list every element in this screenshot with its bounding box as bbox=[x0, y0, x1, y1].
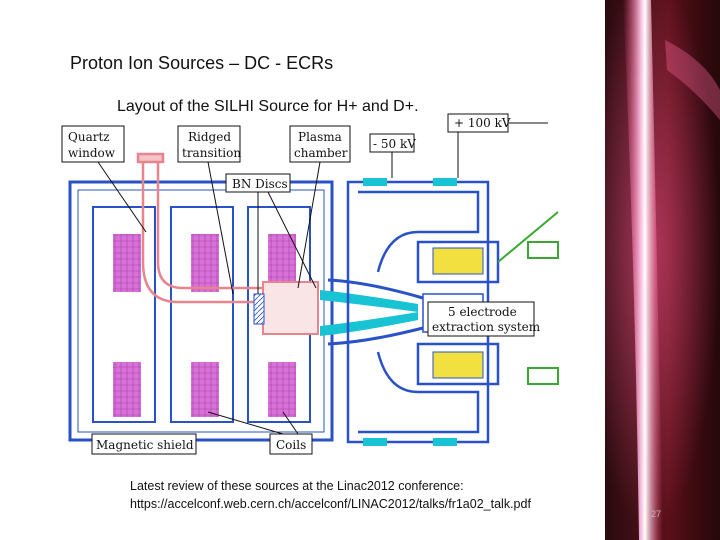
ridged-waveguide bbox=[136, 152, 263, 304]
hv-supply-100kv: + 100 kV bbox=[447, 113, 548, 178]
callout-magnetic-shield: Magnetic shield bbox=[91, 433, 197, 455]
coil-windings bbox=[113, 234, 296, 417]
insulators bbox=[363, 178, 457, 446]
svg-text:window: window bbox=[68, 146, 116, 160]
slide-title: Proton Ion Sources – DC - ECRs bbox=[70, 53, 334, 73]
svg-text:Ridged: Ridged bbox=[188, 130, 231, 144]
label-plus-100kv: + 100 kV bbox=[454, 116, 511, 130]
callout-quartz-window: Quartz window bbox=[61, 125, 147, 233]
callout-coils: Coils bbox=[207, 411, 313, 455]
svg-text:extraction system: extraction system bbox=[432, 320, 541, 334]
label-minus-50kv: - 50 kV bbox=[373, 137, 416, 151]
reference-caption: Latest review of these sources at the Li… bbox=[130, 477, 531, 513]
silhi-source-diagram: + 100 kV - 50 kV Quartz window Ridged tr… bbox=[61, 113, 559, 455]
svg-text:transition: transition bbox=[182, 146, 241, 160]
caption-line-1: Latest review of these sources at the Li… bbox=[130, 479, 464, 493]
callout-extraction-system: 5 electrode extraction system bbox=[427, 301, 541, 337]
callout-bn-discs: BN Discs bbox=[225, 173, 317, 294]
svg-text:chamber: chamber bbox=[294, 146, 348, 160]
callout-plasma-chamber: Plasma chamber bbox=[289, 125, 351, 289]
magnetic-shield-frame bbox=[68, 180, 334, 442]
svg-text:Magnetic shield: Magnetic shield bbox=[96, 438, 194, 452]
callout-ridged-transition: Ridged transition bbox=[177, 125, 241, 295]
solenoid-windings bbox=[432, 247, 484, 379]
caption-url: https://accelconf.web.cern.ch/accelconf/… bbox=[130, 497, 531, 511]
svg-text:Quartz: Quartz bbox=[68, 130, 110, 144]
svg-text:5 electrode: 5 electrode bbox=[448, 305, 517, 319]
svg-text:BN Discs: BN Discs bbox=[232, 177, 288, 191]
plasma-chamber bbox=[262, 281, 319, 335]
svg-text:Plasma: Plasma bbox=[298, 130, 342, 144]
diagram-subtitle: Layout of the SILHI Source for H+ and D+… bbox=[117, 98, 419, 115]
svg-text:Coils: Coils bbox=[276, 438, 306, 452]
page-number: 27 bbox=[651, 509, 662, 519]
hv-supply-50kv: - 50 kV bbox=[369, 133, 416, 178]
plasma-glow-photo bbox=[605, 0, 720, 540]
ground-flanges bbox=[497, 211, 559, 385]
